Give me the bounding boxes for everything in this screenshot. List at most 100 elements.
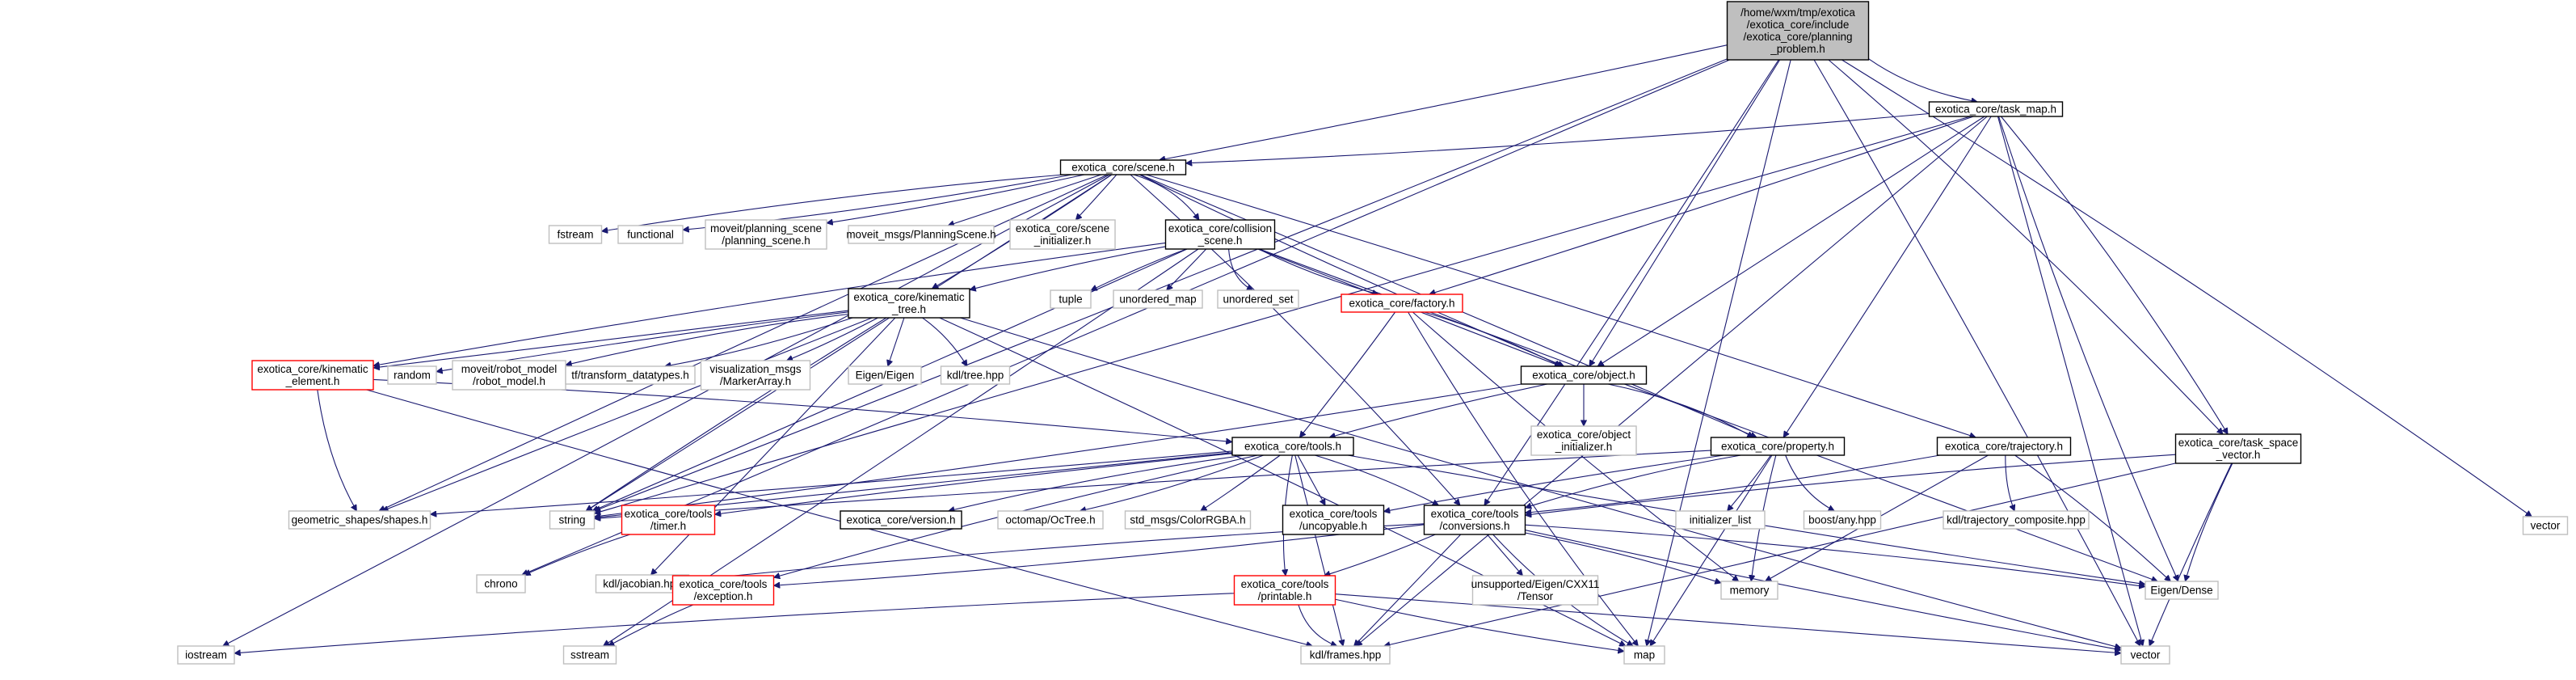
- node-box: [2120, 645, 2170, 665]
- node-eigen_dense[interactable]: Eigen/Dense: [2145, 581, 2219, 600]
- node-label-line: random: [394, 370, 431, 382]
- node-box: [1520, 365, 1648, 385]
- node-printable[interactable]: exotica_core/tools/printable.h: [1233, 575, 1336, 606]
- node-label-line: unsupported/Eigen/CXX11: [1471, 578, 1600, 590]
- node-box: [1059, 159, 1187, 175]
- node-factory[interactable]: exotica_core/factory.h: [1341, 294, 1463, 313]
- node-label-line: exotica_core/tools: [625, 508, 713, 520]
- edge-object-to-property: [1607, 383, 1753, 438]
- node-random[interactable]: random: [387, 365, 437, 385]
- node-label-line: /Tensor: [1517, 590, 1554, 602]
- edge-property-to-initializer_list: [1728, 454, 1771, 511]
- node-timer[interactable]: exotica_core/tools/timer.h: [621, 505, 716, 535]
- edge-conversions-to-vector: [1525, 530, 2122, 650]
- edge-kin_elem-to-geom_shapes: [317, 389, 357, 511]
- node-label-line: /robot_model.h: [473, 375, 545, 387]
- node-unordered_set[interactable]: unordered_set: [1217, 289, 1299, 309]
- edge-property-to-conversions: [1526, 454, 1741, 508]
- edge-scene-to-fstream: [602, 174, 1064, 231]
- node-obj_init[interactable]: exotica_core/object_initializer.h: [1530, 425, 1637, 456]
- node-kdl_traj[interactable]: kdl/trajectory_composite.hpp: [1943, 510, 2090, 530]
- node-robot_model[interactable]: moveit/robot_model/robot_model.h: [452, 360, 566, 391]
- node-kin_tree[interactable]: exotica_core/kinematic_tree.h: [848, 288, 970, 319]
- node-box: [1471, 575, 1599, 606]
- node-string[interactable]: string: [549, 510, 596, 530]
- node-tensor[interactable]: unsupported/Eigen/CXX11/Tensor: [1471, 575, 1600, 606]
- node-unordered_map[interactable]: unordered_map: [1113, 289, 1203, 309]
- node-label-line: moveit/robot_model: [461, 363, 558, 375]
- node-box: [1936, 437, 2072, 456]
- node-kdl_tree[interactable]: kdl/tree.hpp: [940, 365, 1011, 385]
- node-label-line: exotica_core/task_map.h: [1935, 103, 2056, 116]
- node-tf[interactable]: tf/transform_datatypes.h: [565, 365, 696, 385]
- node-colorrgba[interactable]: std_msgs/ColorRGBA.h: [1124, 510, 1252, 530]
- node-box: [997, 510, 1104, 530]
- node-iostream[interactable]: iostream: [177, 645, 235, 665]
- node-label-line: _initializer.h: [1555, 441, 1613, 453]
- node-task_space[interactable]: exotica_core/task_space_vector.h: [2174, 433, 2302, 464]
- node-scene_init[interactable]: exotica_core/scene_initializer.h: [1009, 219, 1116, 250]
- edge-collision-to-unordered_map: [1167, 248, 1207, 290]
- node-label-line: string: [558, 514, 585, 526]
- node-tuple[interactable]: tuple: [1050, 289, 1092, 309]
- node-moveit_msgs[interactable]: moveit_msgs/PlanningScene.h: [846, 225, 996, 244]
- node-kin_elem[interactable]: exotica_core/kinematic_element.h: [251, 360, 374, 391]
- node-marker[interactable]: visualization_msgs/MarkerArray.h: [700, 360, 811, 391]
- node-label-line: tf/transform_datatypes.h: [571, 370, 689, 382]
- node-box: [1943, 510, 2090, 530]
- node-scene[interactable]: exotica_core/scene.h: [1059, 159, 1187, 175]
- edge-tools-to-octree: [1080, 454, 1264, 511]
- edge-scene-to-moveit_ps: [827, 174, 1085, 223]
- node-box: [476, 574, 526, 593]
- node-tools[interactable]: exotica_core/tools.h: [1231, 437, 1354, 456]
- node-geom_shapes[interactable]: geometric_shapes/shapes.h: [288, 510, 431, 530]
- edge-collision-to-tuple: [1091, 248, 1187, 290]
- node-box: [1009, 219, 1116, 250]
- node-collision[interactable]: exotica_core/collision_scene.h: [1164, 219, 1276, 250]
- node-label-line: exotica_core/scene.h: [1071, 162, 1175, 174]
- node-initializer_list[interactable]: initializer_list: [1675, 510, 1766, 530]
- node-box: [549, 510, 596, 530]
- node-moveit_ps[interactable]: moveit/planning_scene/planning_scene.h: [705, 219, 827, 250]
- node-jacobian[interactable]: kdl/jacobian.hpp: [595, 574, 690, 593]
- node-version[interactable]: exotica_core/version.h: [840, 510, 962, 530]
- node-object[interactable]: exotica_core/object.h: [1520, 365, 1648, 385]
- edge-scene-to-collision: [1133, 174, 1199, 220]
- node-memory[interactable]: memory: [1720, 581, 1778, 600]
- node-label-line: Eigen/Eigen: [856, 370, 915, 382]
- edge-trajectory-to-conversions: [1526, 454, 1940, 513]
- node-vector[interactable]: vector: [2120, 645, 2170, 665]
- node-task_map[interactable]: exotica_core/task_map.h: [1928, 101, 2064, 117]
- node-chrono[interactable]: chrono: [476, 574, 526, 593]
- node-kdl_frames[interactable]: kdl/frames.hpp: [1300, 645, 1391, 665]
- edges-layer: [223, 44, 2532, 653]
- node-property[interactable]: exotica_core/property.h: [1710, 437, 1846, 456]
- node-eigen_eigen[interactable]: Eigen/Eigen: [848, 365, 922, 385]
- edge-factory-to-map: [1408, 311, 1639, 646]
- node-label-line: unordered_map: [1119, 294, 1196, 306]
- edge-task_map-to-string: [595, 116, 1971, 513]
- node-box: [1928, 101, 2064, 117]
- node-label-line: /home/wxm/tmp/exotica: [1740, 6, 1855, 19]
- node-octree[interactable]: octomap/OcTree.h: [997, 510, 1104, 530]
- node-sstream[interactable]: sstream: [562, 645, 617, 665]
- node-box: [2522, 516, 2569, 535]
- edge-exception-to-sstream: [608, 604, 694, 647]
- node-functional[interactable]: functional: [617, 225, 684, 244]
- edge-kin_tree-to-tf: [665, 317, 853, 366]
- node-map[interactable]: map: [1623, 645, 1665, 665]
- node-label-line: functional: [627, 229, 674, 241]
- node-box: [840, 510, 962, 530]
- node-fstream[interactable]: fstream: [548, 225, 603, 244]
- node-vector_top[interactable]: vector: [2522, 516, 2569, 535]
- edge-scene-to-geom_shapes: [379, 174, 1108, 511]
- node-root[interactable]: /home/wxm/tmp/exotica/exotica_core/inclu…: [1726, 1, 1870, 61]
- node-uncopyable[interactable]: exotica_core/tools/uncopyable.h: [1282, 505, 1385, 535]
- node-boost_any[interactable]: boost/any.hpp: [1803, 510, 1882, 530]
- edge-kin_tree-to-string: [586, 317, 887, 511]
- node-box: [1217, 289, 1299, 309]
- node-exception[interactable]: exotica_core/tools/exception.h: [671, 575, 775, 606]
- node-trajectory[interactable]: exotica_core/trajectory.h: [1936, 437, 2072, 456]
- node-label-line: _element.h: [285, 375, 340, 387]
- node-conversions[interactable]: exotica_core/tools/conversions.h: [1423, 505, 1526, 535]
